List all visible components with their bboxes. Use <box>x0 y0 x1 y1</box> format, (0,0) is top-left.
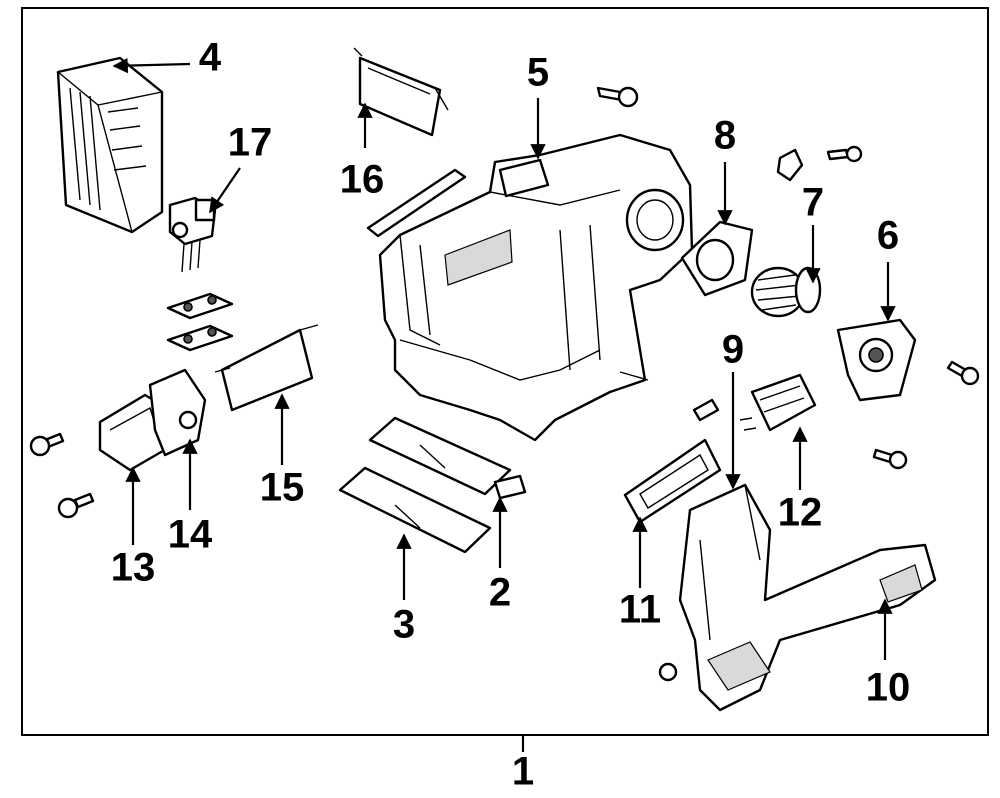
callout-17: 17 <box>228 121 273 165</box>
callout-5: 5 <box>527 51 549 95</box>
gasket-part <box>166 292 234 352</box>
screw-part <box>29 86 980 682</box>
seal-strip-part <box>366 168 467 238</box>
filter-door-part <box>353 47 449 137</box>
callout-15: 15 <box>260 466 305 510</box>
callout-labels: 4 17 16 5 8 7 6 9 12 11 10 15 14 13 2 3 … <box>111 36 911 794</box>
callout-9: 9 <box>722 328 744 372</box>
air-filter-lower-part <box>338 466 492 554</box>
callout-8: 8 <box>714 114 736 158</box>
callout-10: 10 <box>866 666 911 710</box>
floor-duct-part <box>678 483 937 712</box>
callout-13: 13 <box>111 546 156 590</box>
callout-16: 16 <box>340 158 385 202</box>
blower-gasket-part <box>680 220 754 297</box>
callout-12: 12 <box>778 491 823 535</box>
actuator-bracket-part <box>98 368 207 472</box>
duct-gasket-part <box>623 438 722 524</box>
callout-6: 6 <box>877 214 899 258</box>
air-filter-upper-part <box>368 416 527 500</box>
blower-resistor-part <box>739 373 817 432</box>
leader-lines <box>112 57 896 752</box>
blower-wheel-part <box>750 266 822 318</box>
small-clip-part <box>692 398 720 422</box>
evaporator-core-part <box>56 56 164 234</box>
callout-4: 4 <box>199 36 222 80</box>
expansion-valve-part <box>168 196 217 273</box>
clip-part <box>776 148 804 182</box>
callout-3: 3 <box>393 603 415 647</box>
callout-7: 7 <box>802 181 824 225</box>
callout-1: 1 <box>512 750 534 794</box>
hvac-case-part <box>378 133 694 442</box>
flap-door-part <box>214 324 319 412</box>
callout-14: 14 <box>168 513 213 557</box>
blower-motor-part <box>836 318 917 402</box>
callout-11: 11 <box>619 588 661 632</box>
callout-2: 2 <box>489 571 511 615</box>
diagram-frame <box>21 7 989 736</box>
